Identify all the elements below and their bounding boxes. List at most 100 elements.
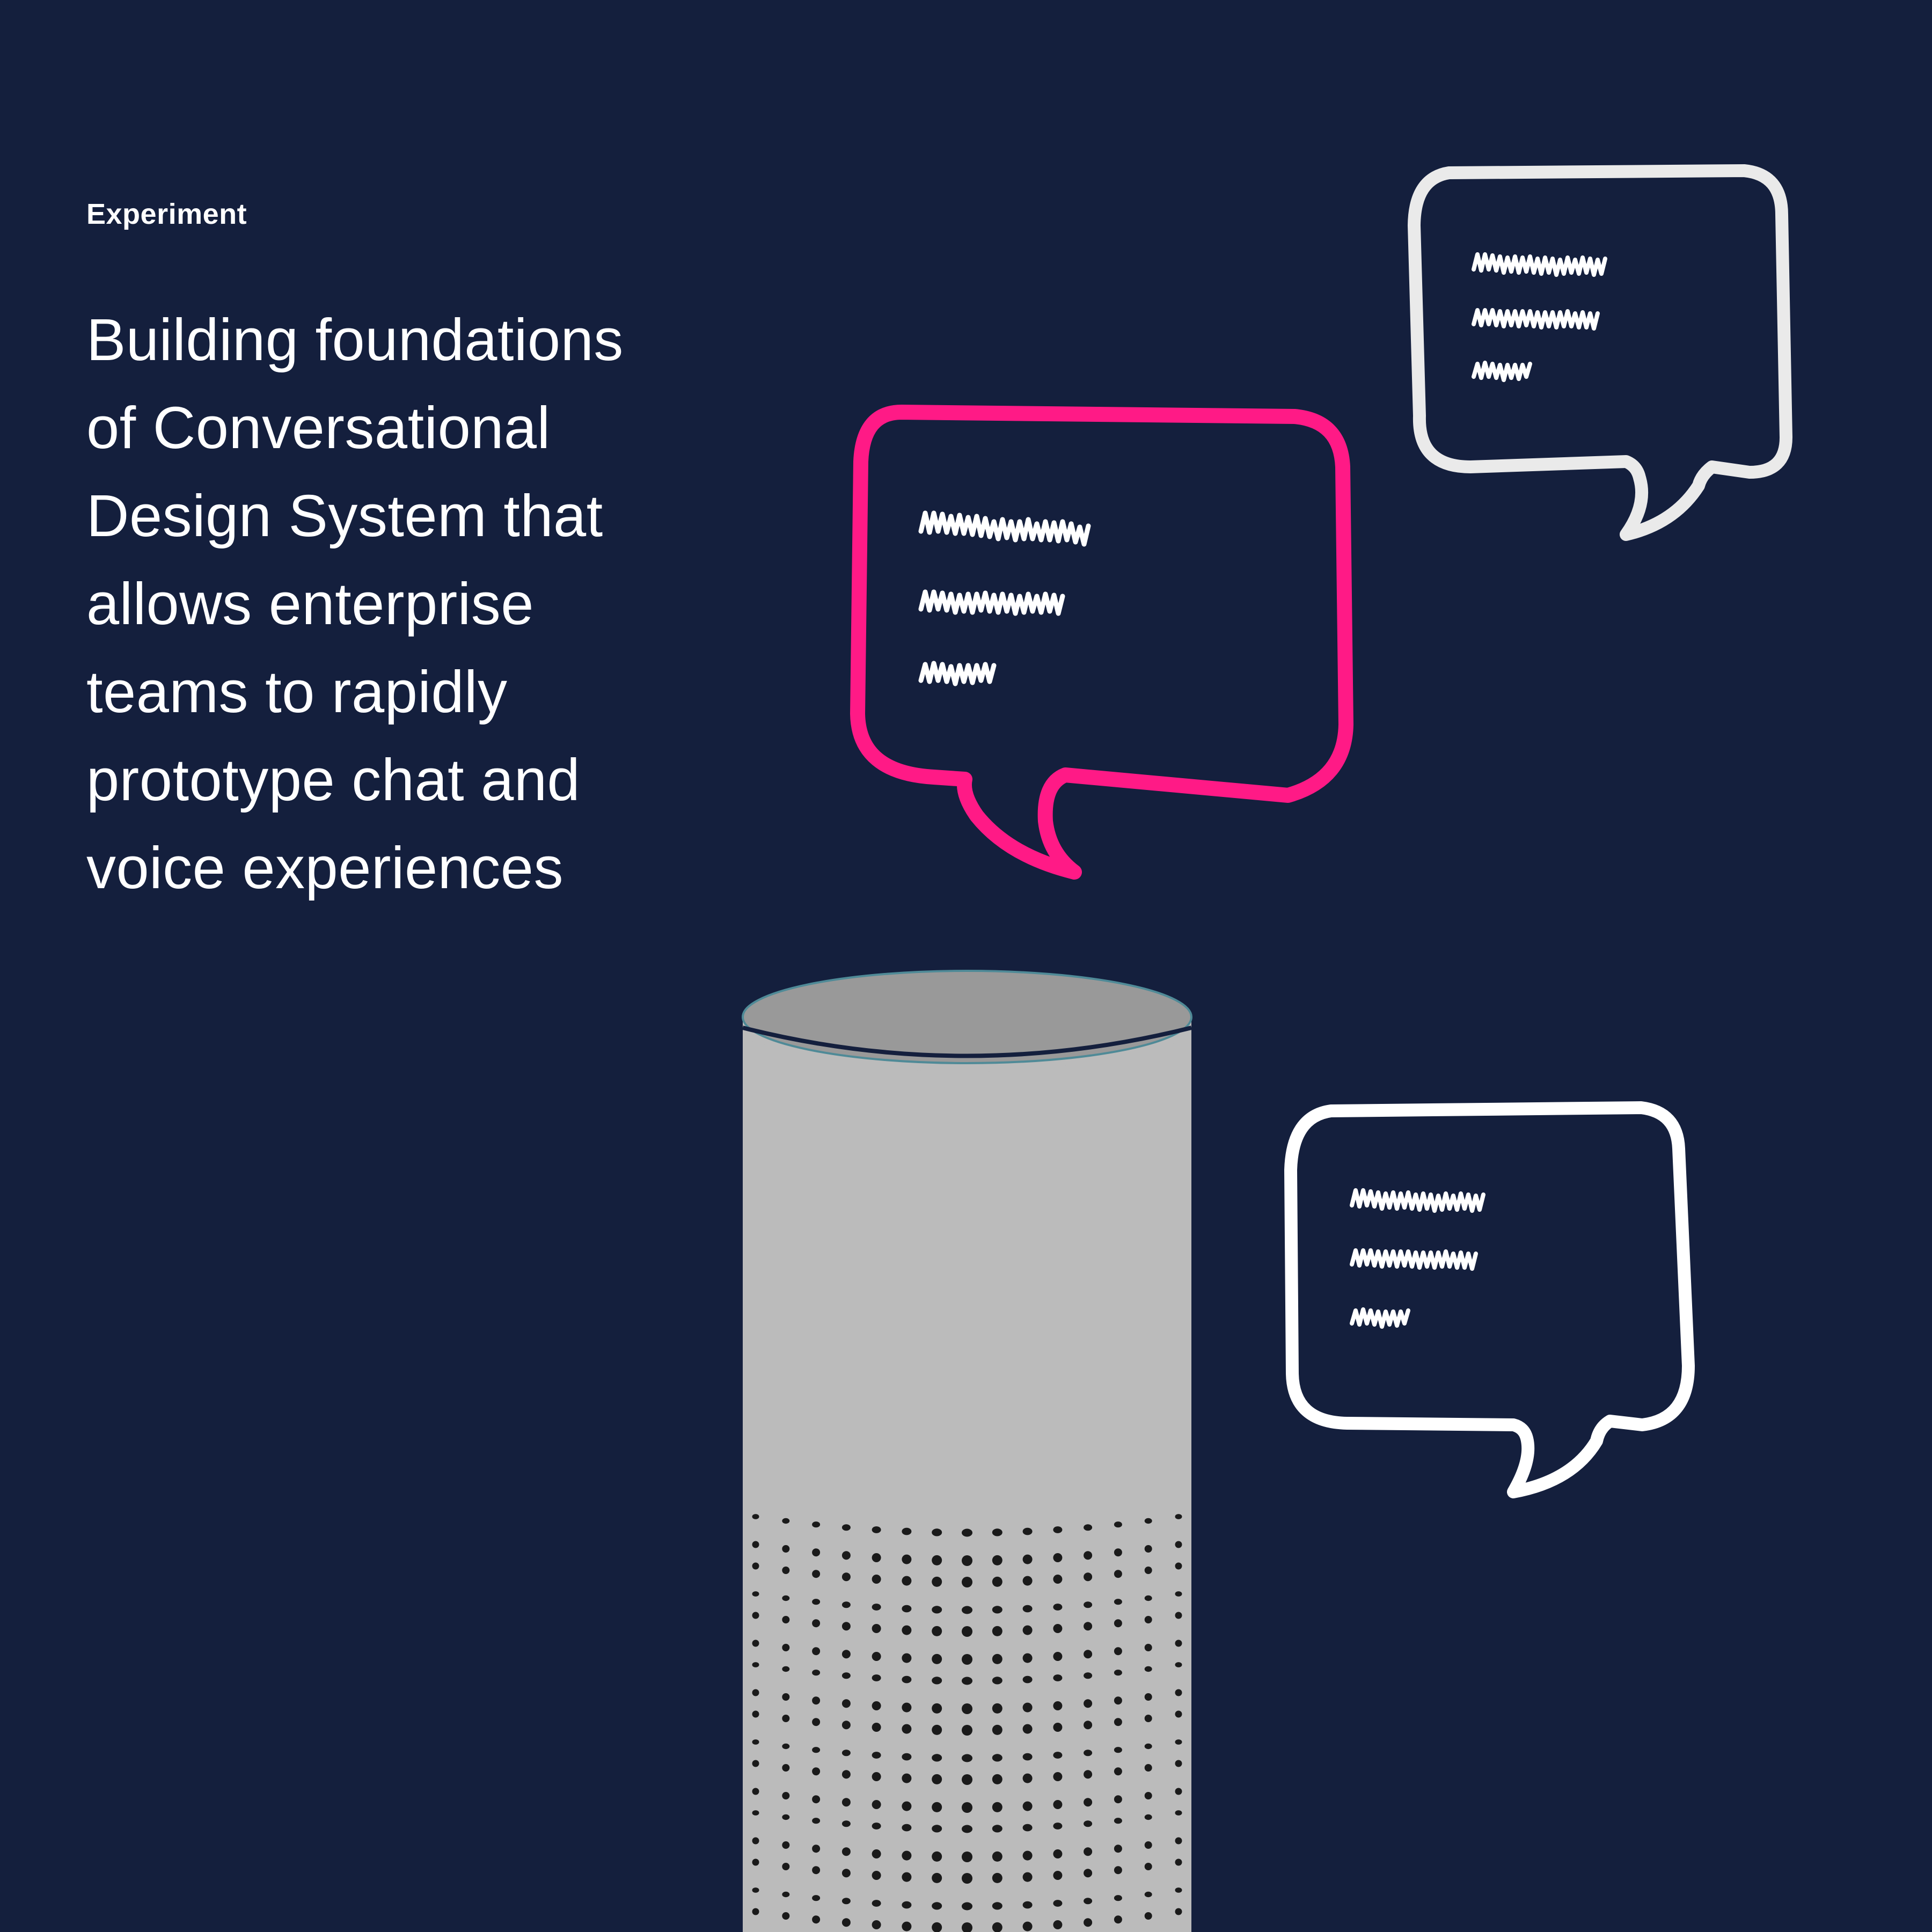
grille-dot (902, 1625, 912, 1635)
grille-dot (1175, 1689, 1182, 1696)
scribble-line (1350, 1248, 1478, 1271)
grille-dot (1175, 1887, 1182, 1893)
grille-dot (992, 1703, 1002, 1714)
grille-dot (752, 1640, 759, 1647)
grille-dot (812, 1767, 821, 1776)
grille-dot (872, 1752, 881, 1759)
grille-dot (841, 1869, 851, 1878)
grille-dot (1175, 1591, 1182, 1597)
grille-dot (992, 1677, 1002, 1685)
grille-dot (1114, 1747, 1122, 1753)
grille-dot (962, 1654, 972, 1665)
grille-dot (1084, 1898, 1093, 1905)
grille-dot (932, 1902, 942, 1910)
grille-dot (812, 1895, 821, 1901)
grille-dot (752, 1760, 759, 1767)
grille-dot (1022, 1724, 1033, 1734)
grille-dot (1053, 1624, 1063, 1633)
grille-dot (1022, 1801, 1033, 1811)
grille-dot (1084, 1672, 1093, 1679)
headline: Building foundations of Conversational D… (86, 296, 730, 912)
grille-dot (1114, 1548, 1122, 1557)
headline-line: teams to rapidly (86, 659, 508, 725)
grille-dot (782, 1912, 790, 1920)
headline-line: voice experiences (86, 835, 564, 901)
grille-dot (872, 1871, 881, 1880)
grille-dot (1053, 1752, 1063, 1759)
grille-dot (872, 1575, 881, 1584)
grille-dot (752, 1689, 759, 1696)
grille-dot (752, 1837, 759, 1845)
grille-dot (782, 1666, 790, 1672)
grille-dot (1175, 1739, 1182, 1745)
grille-dot (1084, 1551, 1093, 1560)
grille-dot (872, 1624, 881, 1633)
grille-dot (992, 1922, 1002, 1932)
headline-line: prototype chat and (86, 747, 581, 813)
grille-dot (1053, 1652, 1063, 1661)
grille-dot (1144, 1814, 1152, 1820)
grille-dot (902, 1702, 912, 1713)
grille-dot (1175, 1760, 1182, 1767)
grille-dot (1022, 1872, 1033, 1882)
grille-dot (1084, 1721, 1093, 1730)
grille-dot (1022, 1554, 1033, 1564)
grille-dot (841, 1622, 851, 1631)
grille-dot (1144, 1595, 1152, 1601)
grille-dot (1175, 1562, 1182, 1570)
grille-dot (1175, 1837, 1182, 1845)
grille-dot (841, 1847, 851, 1856)
grille-dot (1053, 1800, 1063, 1809)
grille-dot (962, 1555, 972, 1566)
grille-dot (812, 1818, 821, 1824)
grille-dot (902, 1576, 912, 1586)
grille-dot (872, 1823, 881, 1829)
grille-dot (992, 1872, 1002, 1883)
grille-dot (1022, 1702, 1033, 1713)
grille-dot (932, 1677, 942, 1685)
grille-dot (932, 1851, 942, 1862)
grille-dot (1144, 1545, 1152, 1553)
grille-dot (1053, 1823, 1063, 1829)
grille-dot (872, 1701, 881, 1710)
grille-dot (1175, 1858, 1182, 1866)
grille-dot (962, 1528, 972, 1537)
grille-dot (962, 1703, 972, 1714)
grille-dot (752, 1887, 759, 1893)
headline-line: allows enterprise (86, 571, 534, 637)
grille-dot (841, 1699, 851, 1708)
grille-dot (812, 1866, 821, 1875)
grille-dot (752, 1662, 759, 1667)
grille-dot (932, 1653, 942, 1664)
grille-dot (1053, 1526, 1063, 1533)
grille-dot (992, 1825, 1002, 1833)
grille-dot (932, 1872, 942, 1883)
grille-dot (812, 1696, 821, 1705)
grille-dot (1053, 1604, 1063, 1611)
speaker-top (742, 970, 1192, 1064)
grille-dot (1144, 1693, 1152, 1701)
grille-dot (782, 1518, 790, 1524)
grille-dot (932, 1724, 942, 1735)
grille-dot (752, 1858, 759, 1866)
grille-dot (752, 1739, 759, 1745)
grille-dot (1084, 1524, 1093, 1531)
grille-dot (1144, 1666, 1152, 1672)
grille-dot (782, 1863, 790, 1870)
grille-dot (782, 1814, 790, 1820)
grille-dot (812, 1521, 821, 1528)
grille-dot (932, 1606, 942, 1614)
speaker-rim-shadow (742, 1026, 1192, 1058)
grille-dot (1053, 1723, 1063, 1732)
grille-dot (1022, 1824, 1033, 1832)
grille-dot (1084, 1847, 1093, 1856)
grille-dot (1022, 1576, 1033, 1586)
grille-dot (752, 1810, 759, 1816)
grille-dot (932, 1555, 942, 1565)
grille-dot (1022, 1653, 1033, 1663)
grille-dot (1175, 1788, 1182, 1795)
grille-dot (1114, 1795, 1122, 1804)
grille-dot (962, 1626, 972, 1637)
grille-dot (812, 1915, 821, 1924)
